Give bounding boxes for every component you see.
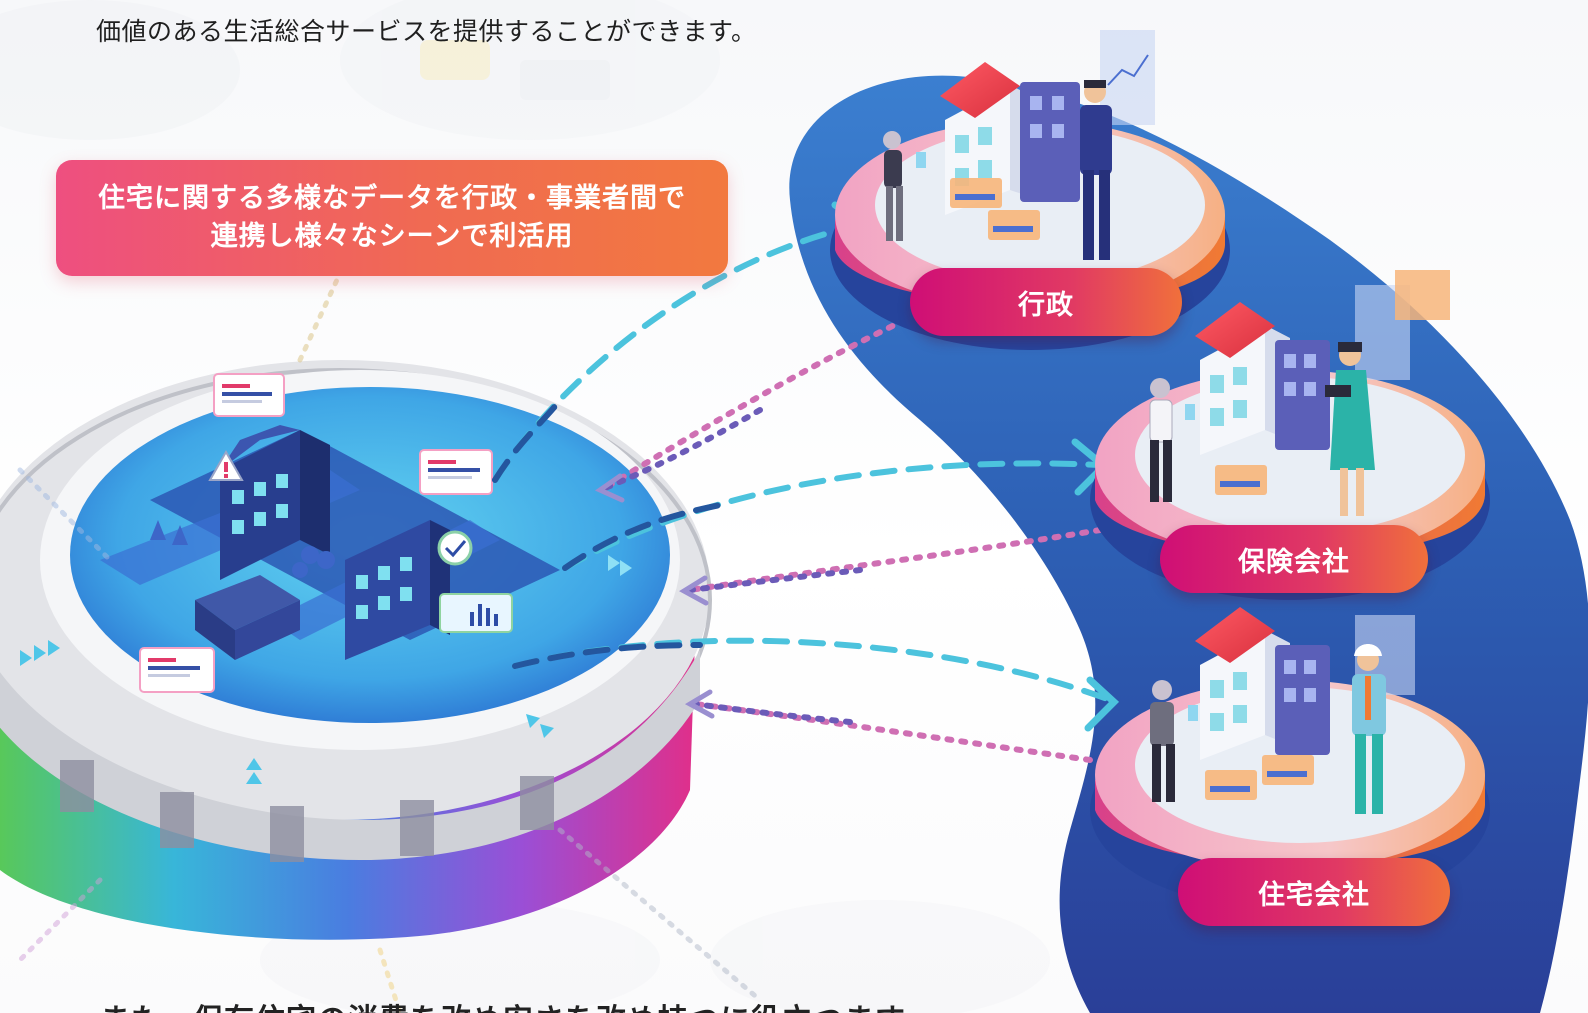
hub-building-1 bbox=[220, 425, 330, 580]
hub-data-card-left bbox=[139, 647, 215, 693]
label-housing: 住宅会社 bbox=[1178, 858, 1450, 926]
label-insurance: 保険会社 bbox=[1160, 525, 1428, 593]
platform-insurance bbox=[1090, 270, 1490, 600]
official-person bbox=[1080, 80, 1112, 260]
warning-icon bbox=[208, 449, 244, 481]
background-scenery bbox=[420, 40, 490, 80]
central-hub bbox=[0, 360, 712, 940]
hub-data-card-right bbox=[419, 449, 493, 495]
headline-line-1: 住宅に関する多様なデータを行政・事業者間で bbox=[98, 183, 686, 214]
citizen-person-3 bbox=[1150, 680, 1198, 802]
hub-chart-card bbox=[439, 593, 513, 633]
bottom-caption: また、保有住宅の消費を改め安さを改め持つに役立つます bbox=[100, 995, 906, 1013]
citizen-person-2 bbox=[1149, 378, 1195, 502]
headline-banner: 住宅に関する多様なデータを行政・事業者間で 連携し様々なシーンで利活用 bbox=[56, 160, 728, 276]
platform-housing bbox=[1090, 607, 1490, 910]
agent-person bbox=[1325, 342, 1375, 516]
check-icon bbox=[437, 530, 473, 566]
citizen-person-1 bbox=[883, 131, 926, 241]
label-government: 行政 bbox=[910, 268, 1182, 336]
hub-data-card-top bbox=[213, 373, 285, 417]
headline-line-2: 連携し様々なシーンで利活用 bbox=[210, 221, 574, 252]
hub-building-3 bbox=[195, 575, 300, 660]
intro-text: 価値のある生活総合サービスを提供することができます。 bbox=[96, 17, 757, 46]
connection-arrows bbox=[492, 201, 1120, 763]
builder-person bbox=[1352, 644, 1386, 814]
